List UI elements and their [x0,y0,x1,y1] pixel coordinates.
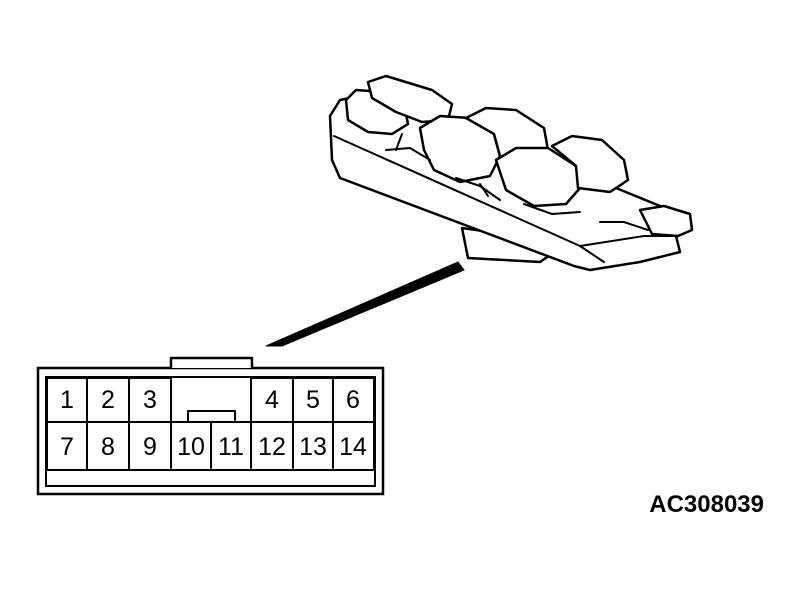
pin-label: 12 [258,433,286,461]
pin-label: 11 [218,433,244,461]
pin-label: 7 [60,433,74,461]
pin-label: 2 [101,386,115,414]
connector-face: 1 2 3 4 5 6 7 8 9 10 11 12 13 14 [36,356,385,496]
pointer-wedge [265,261,465,347]
pin-label: 10 [177,433,205,461]
pin-label: 13 [299,433,327,461]
pin-label: 14 [339,433,367,461]
pin-label: 4 [265,386,279,414]
key-notch [187,410,236,423]
pin-label: 6 [346,386,360,414]
window-switch-illustration [328,74,694,272]
pin-label: 3 [143,386,157,414]
figure-code: AC308039 [649,491,764,518]
pin-label: 8 [101,433,115,461]
pin-label: 5 [306,386,320,414]
pin-cell-14 [332,421,375,471]
pin-label: 9 [143,433,157,461]
pin-label: 1 [60,386,74,414]
